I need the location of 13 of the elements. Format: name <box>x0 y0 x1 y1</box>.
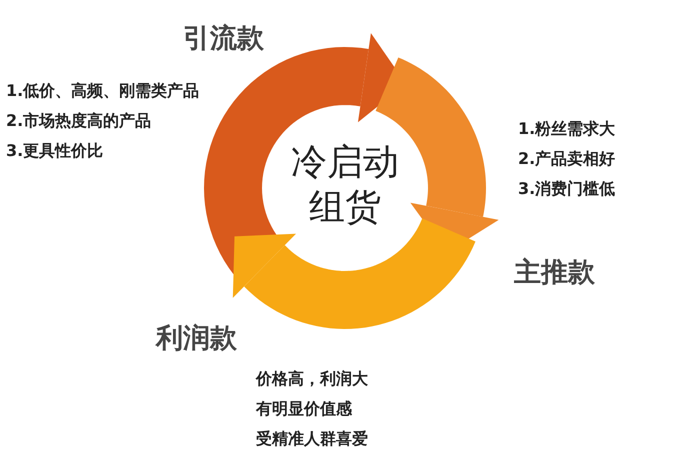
center-title: 冷启动组货 <box>285 140 405 230</box>
feature-text: 3.消费门槛低 <box>518 178 616 200</box>
category-title: 引流款 <box>183 20 264 56</box>
category-title: 利润款 <box>156 320 237 356</box>
category-title: 主推款 <box>514 254 595 290</box>
feature-text: 1.粉丝需求大 <box>518 118 616 140</box>
feature-text: 3.更具性价比 <box>6 140 104 162</box>
feature-text: 2.产品卖相好 <box>518 148 616 170</box>
feature-text: 有明显价值感 <box>256 398 353 420</box>
feature-text: 1.低价、高频、刚需类产品 <box>6 80 200 102</box>
feature-text: 受精准人群喜爱 <box>256 428 369 450</box>
feature-text: 2.市场热度高的产品 <box>6 110 152 132</box>
feature-text: 价格高，利润大 <box>256 368 369 390</box>
